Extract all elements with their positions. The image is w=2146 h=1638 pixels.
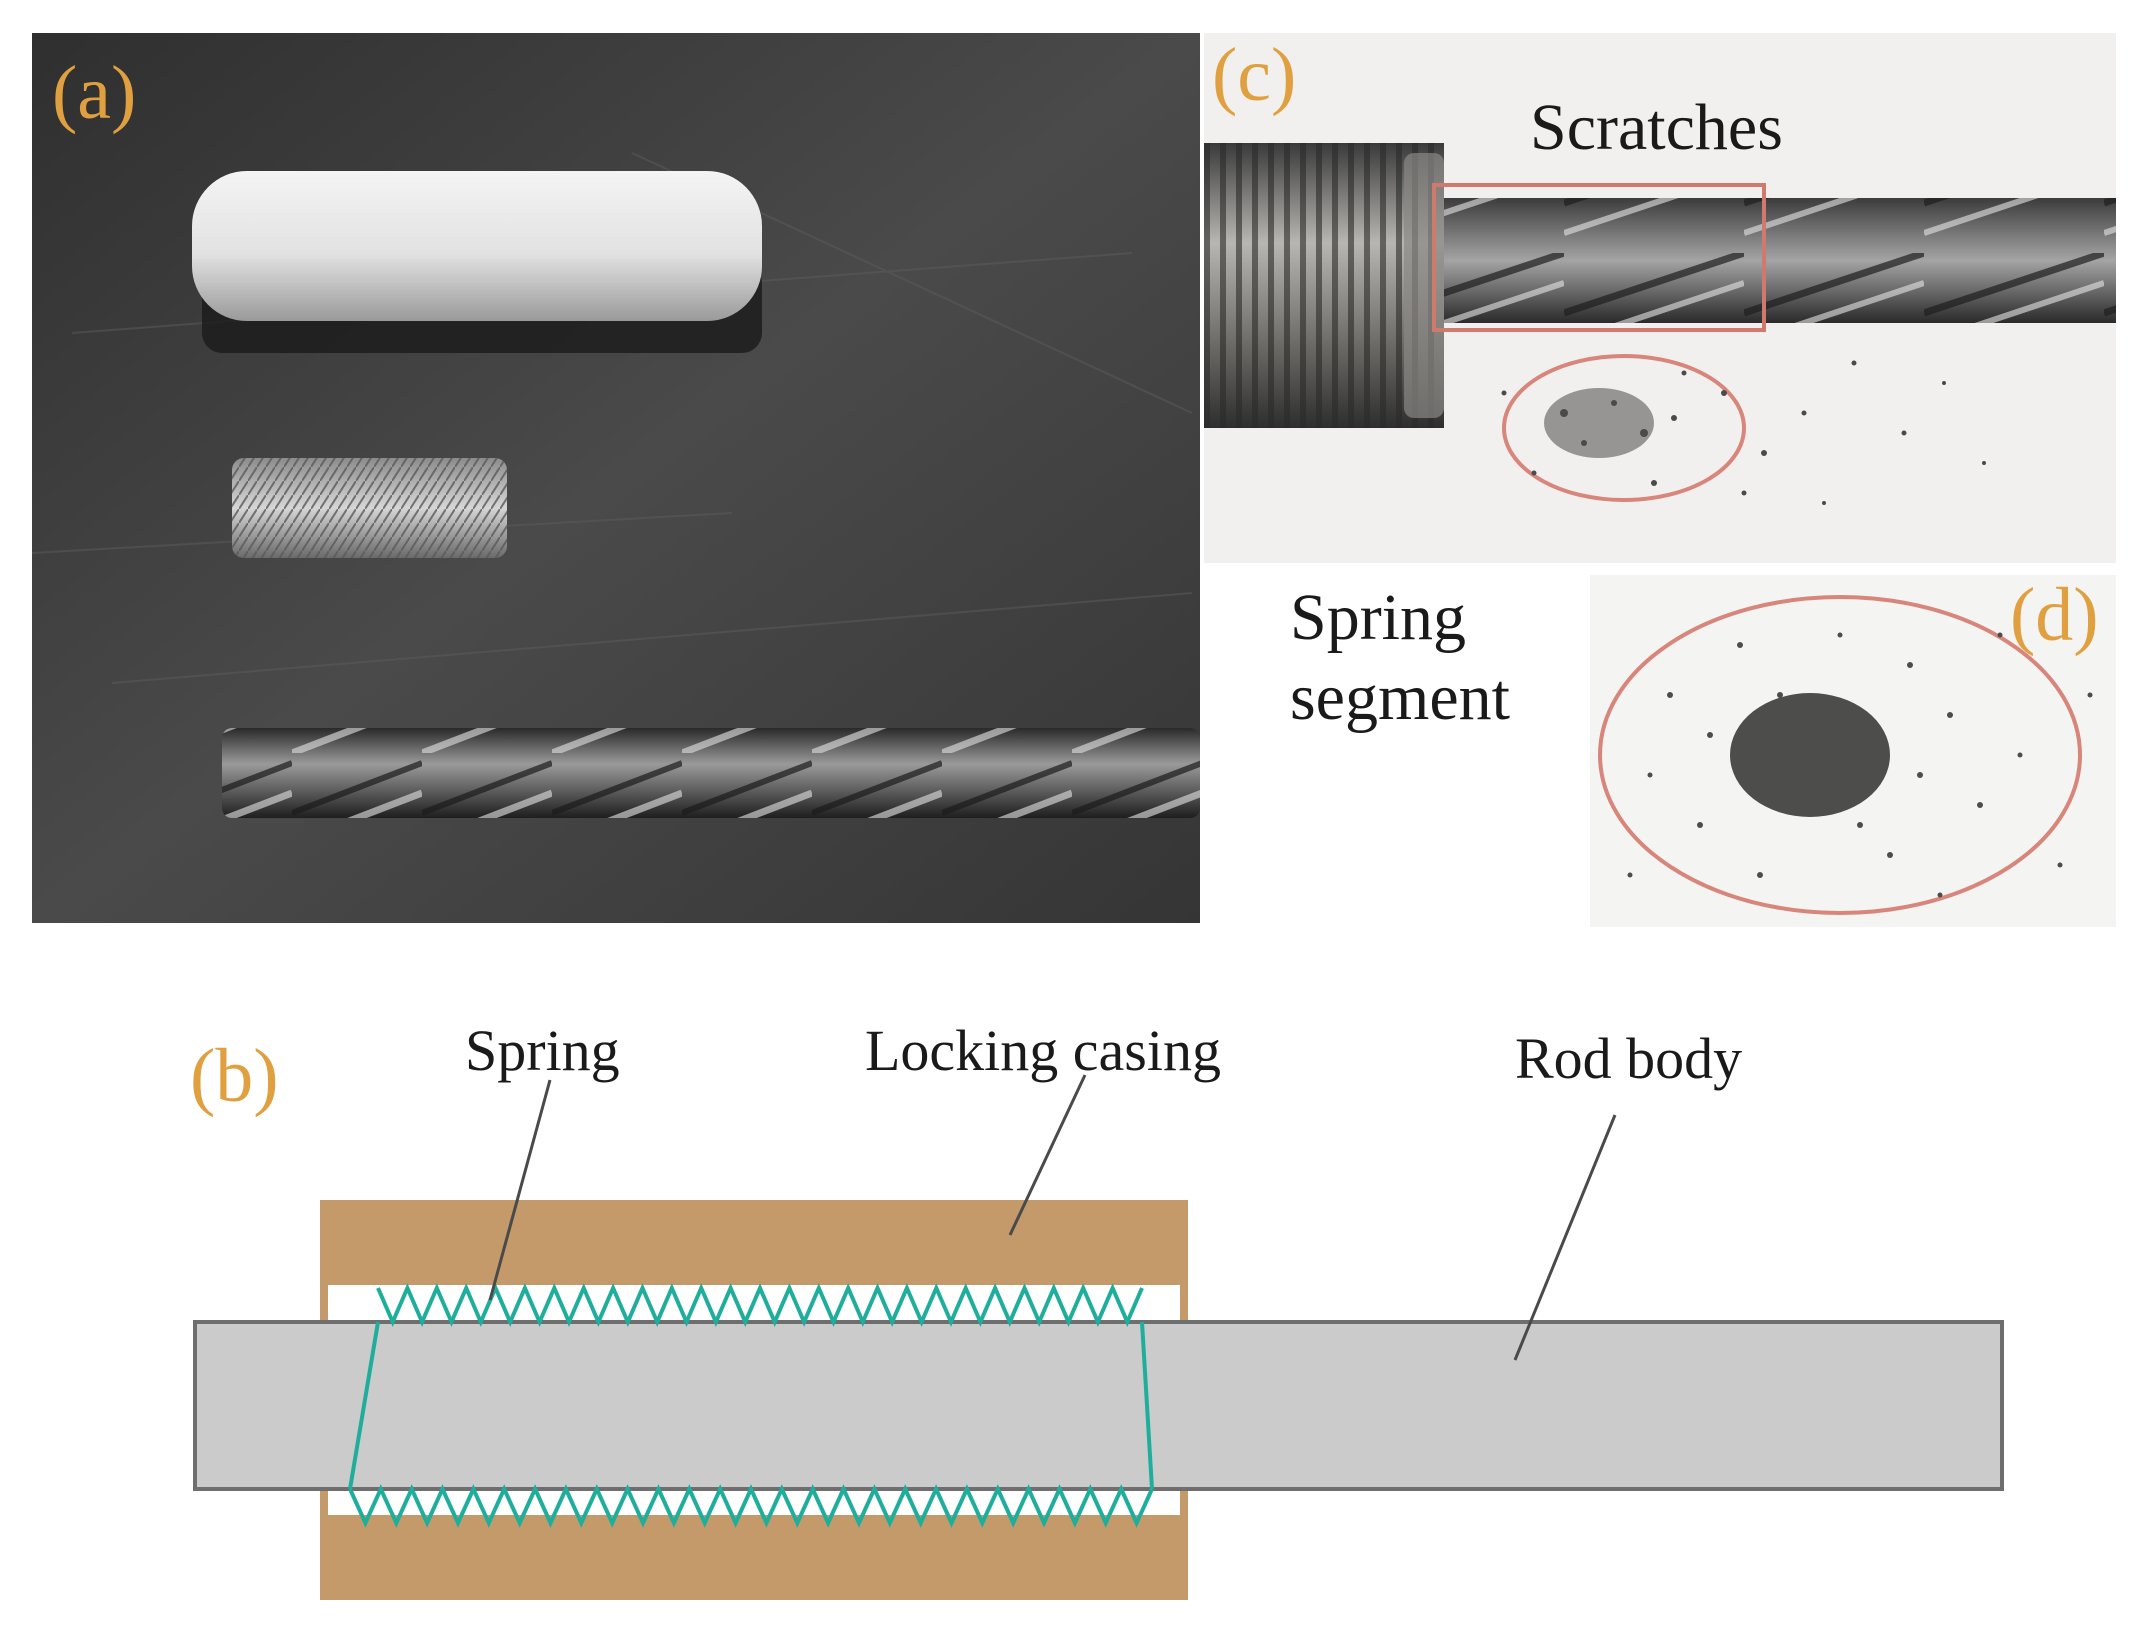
spring-segment-label-line1: Spring <box>1290 581 1467 654</box>
locking-casing-label: Locking casing <box>865 1018 1221 1083</box>
photo-panel-a: (a) <box>32 33 1200 923</box>
locking-casing-photo <box>192 171 762 321</box>
photo-panel-d: (d) <box>1590 575 2116 927</box>
rod-body <box>193 1320 2004 1491</box>
debris-particles-c <box>1501 360 1986 505</box>
debris-ellipse-d <box>1598 595 2082 915</box>
photo-panel-c: (c) Scratches <box>1204 33 2116 563</box>
scratches-box <box>1432 183 1766 332</box>
photo-d-graphic <box>1590 575 2116 927</box>
panel-c-letter: (c) <box>1212 33 1297 117</box>
spring-segment-label-line2: segment <box>1290 661 1510 734</box>
photo-a-graphic <box>32 33 1200 923</box>
schematic-graphic <box>193 1074 2004 1600</box>
spring-coil <box>348 1282 1154 1528</box>
panel-d-letter: (d) <box>2010 575 2099 657</box>
schematic-panel-b: (b) Spring Locking casing Rod body <box>0 980 2146 1638</box>
photo-c-graphic <box>1204 33 2116 563</box>
debris-ellipse-c <box>1502 354 1746 502</box>
scratches-label: Scratches <box>1530 91 1783 164</box>
leader-lines <box>488 1074 1617 1361</box>
rod-body-label: Rod body <box>1515 1026 1743 1091</box>
panel-a-letter: (a) <box>52 51 137 135</box>
spring-label: Spring <box>465 1018 620 1083</box>
debris-particles-d <box>1627 632 2093 898</box>
debris-cluster <box>1730 693 1890 817</box>
panel-b-letter: (b) <box>190 1034 279 1118</box>
